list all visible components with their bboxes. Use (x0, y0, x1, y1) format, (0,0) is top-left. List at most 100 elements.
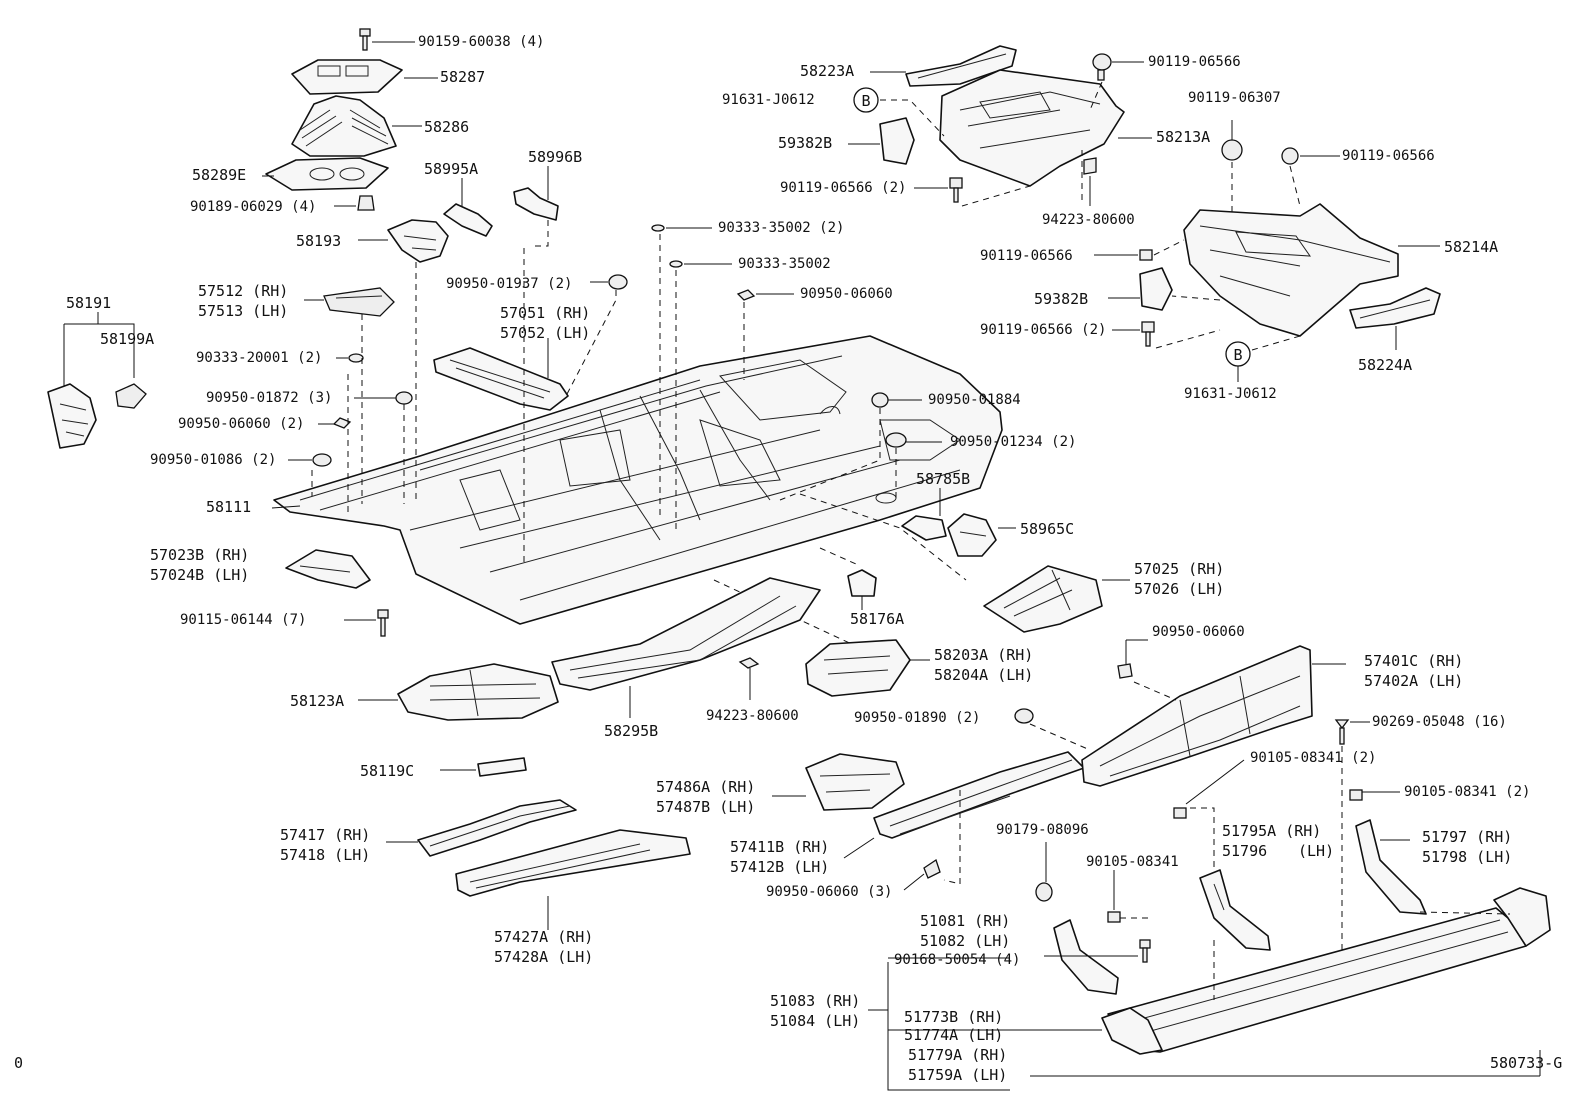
bolt-icon (1173, 759, 1245, 870)
callout-58213a: 58213A (1156, 128, 1210, 146)
callout-57417: 57417 (RH) (280, 826, 370, 844)
shift-boot-assembly (262, 28, 559, 263)
bolt-icon (1349, 789, 1400, 801)
shift-boot (291, 95, 397, 157)
callout-58224a: 58224A (1358, 356, 1412, 374)
callout-58223a: 58223A (800, 62, 854, 80)
callout-90950-06060-2: 90950-06060 (2) (178, 416, 304, 432)
figure-code: 580733-G (1490, 1054, 1562, 1072)
callout-58295b: 58295B (604, 722, 658, 740)
callout-58289e: 58289E (192, 166, 246, 184)
bar-58119c (440, 757, 527, 777)
callout-90119-06566-2a: 90119-06566 (2) (780, 180, 906, 196)
plug-icons (590, 224, 942, 448)
pad-icon (1117, 639, 1148, 679)
bracket-59382b (1108, 267, 1173, 311)
callout-58119c: 58119C (360, 762, 414, 780)
bracket-51081 (1035, 842, 1151, 995)
callout-51759a: 51759A (LH) (908, 1066, 1007, 1084)
callout-labels: 90159-60038 (4) 58287 58286 58289E 90189… (14, 34, 1562, 1084)
callout-90950-01890: 90950-01890 (2) (854, 710, 980, 726)
callout-51796-lh: (LH) (1298, 842, 1334, 860)
callout-57412b: 57412B (LH) (730, 858, 829, 876)
callout-90105-08341-b: 90105-08341 (2) (1404, 784, 1530, 800)
shift-boot-base-plate (265, 157, 389, 191)
callout-57427a: 57427A (RH) (494, 928, 593, 946)
callout-57487b: 57487B (LH) (656, 798, 755, 816)
rocker-57411b (843, 751, 1085, 859)
callout-51081: 51081 (RH) (920, 912, 1010, 930)
callout-90950-01086: 90950-01086 (2) (150, 452, 276, 468)
callout-57024b: 57024B (LH) (150, 566, 249, 584)
bolt-icon (1221, 120, 1243, 161)
rail-58295b (551, 577, 821, 718)
callout-58286: 58286 (424, 118, 469, 136)
callout-58287: 58287 (440, 68, 485, 86)
bolt-icon (914, 177, 963, 203)
callout-51084: 51084 (LH) (770, 1012, 860, 1030)
rocker-57401c (1081, 645, 1346, 787)
callout-90333-35002-2: 90333-35002 (2) (718, 220, 844, 236)
rocker-outer-rail (1101, 887, 1551, 1055)
callout-51083: 51083 (RH) (770, 992, 860, 1010)
callout-90950-01234: 90950-01234 (2) (950, 434, 1076, 450)
callout-58191: 58191 (66, 294, 111, 312)
callout-94223-80600-b: 94223-80600 (1042, 212, 1135, 228)
callout-58176a: 58176A (850, 610, 904, 628)
bolt-icon (1092, 53, 1144, 81)
block-58203a (805, 639, 930, 697)
bolt-icon (377, 609, 389, 637)
callout-58995a: 58995A (424, 160, 478, 178)
callout-57486a: 57486A (RH) (656, 778, 755, 796)
bolt-icon (359, 28, 371, 51)
callout-90950-01884: 90950-01884 (928, 392, 1021, 408)
callout-57052: 57052 (LH) (500, 324, 590, 342)
callout-90333-35002: 90333-35002 (738, 256, 831, 272)
callout-59382b-b: 59382B (1034, 290, 1088, 308)
callout-90119-06566-2b: 90119-06566 (2) (980, 322, 1106, 338)
rail-57417 (386, 799, 577, 857)
reference-marker-b: B (853, 87, 879, 113)
cross-member-58213a (939, 69, 1152, 187)
panel-57486a (772, 753, 905, 811)
callout-90168-50054: 90168-50054 (4) (894, 952, 1020, 968)
callout-90119-06307: 90119-06307 (1188, 90, 1281, 106)
block-58176a (847, 569, 877, 610)
callout-58193: 58193 (296, 232, 341, 250)
callout-58214a: 58214A (1444, 238, 1498, 256)
callout-51773b: 51773B (RH) (904, 1008, 1003, 1026)
callout-57513: 57513 (LH) (198, 302, 288, 320)
grommet-icon (1014, 708, 1034, 724)
callout-90950-06060-b: 90950-06060 (1152, 624, 1245, 640)
callout-91631-j0612-a: 91631-J0612 (722, 92, 815, 108)
callout-58996b: 58996B (528, 148, 582, 166)
callout-58785b: 58785B (916, 470, 970, 488)
panel-58123a (358, 663, 559, 721)
callout-51798: 51798 (LH) (1422, 848, 1512, 866)
callout-51796: 51796 (1222, 842, 1267, 860)
callout-51774a: 51774A (LH) (904, 1026, 1003, 1044)
bracket-58996b (513, 187, 559, 221)
bracket-51795a (1199, 869, 1271, 951)
rivet-icon (1334, 719, 1370, 745)
callout-90159-60038: 90159-60038 (4) (418, 34, 544, 50)
callout-57428a: 57428A (LH) (494, 948, 593, 966)
reference-marker-b: B (1225, 341, 1251, 367)
callout-58199a: 58199A (100, 330, 154, 348)
callout-58111: 58111 (206, 498, 251, 516)
bracket-51797 (1355, 819, 1427, 915)
bolt-icon (1112, 321, 1155, 347)
callout-51795a: 51795A (RH) (1222, 822, 1321, 840)
clip-icon (357, 195, 375, 211)
callout-90105-08341: 90105-08341 (1086, 854, 1179, 870)
callout-90950-01937: 90950-01937 (2) (446, 276, 572, 292)
rail-57427a (455, 829, 691, 930)
callout-51797: 51797 (RH) (1422, 828, 1512, 846)
bracket-58965c (947, 513, 1016, 557)
panel-57023b (285, 549, 371, 589)
floor-cross-member (433, 338, 569, 411)
small-fasteners-left (288, 287, 413, 637)
callout-90189-06029: 90189-06029 (4) (190, 199, 316, 215)
callout-51082: 51082 (LH) (920, 932, 1010, 950)
